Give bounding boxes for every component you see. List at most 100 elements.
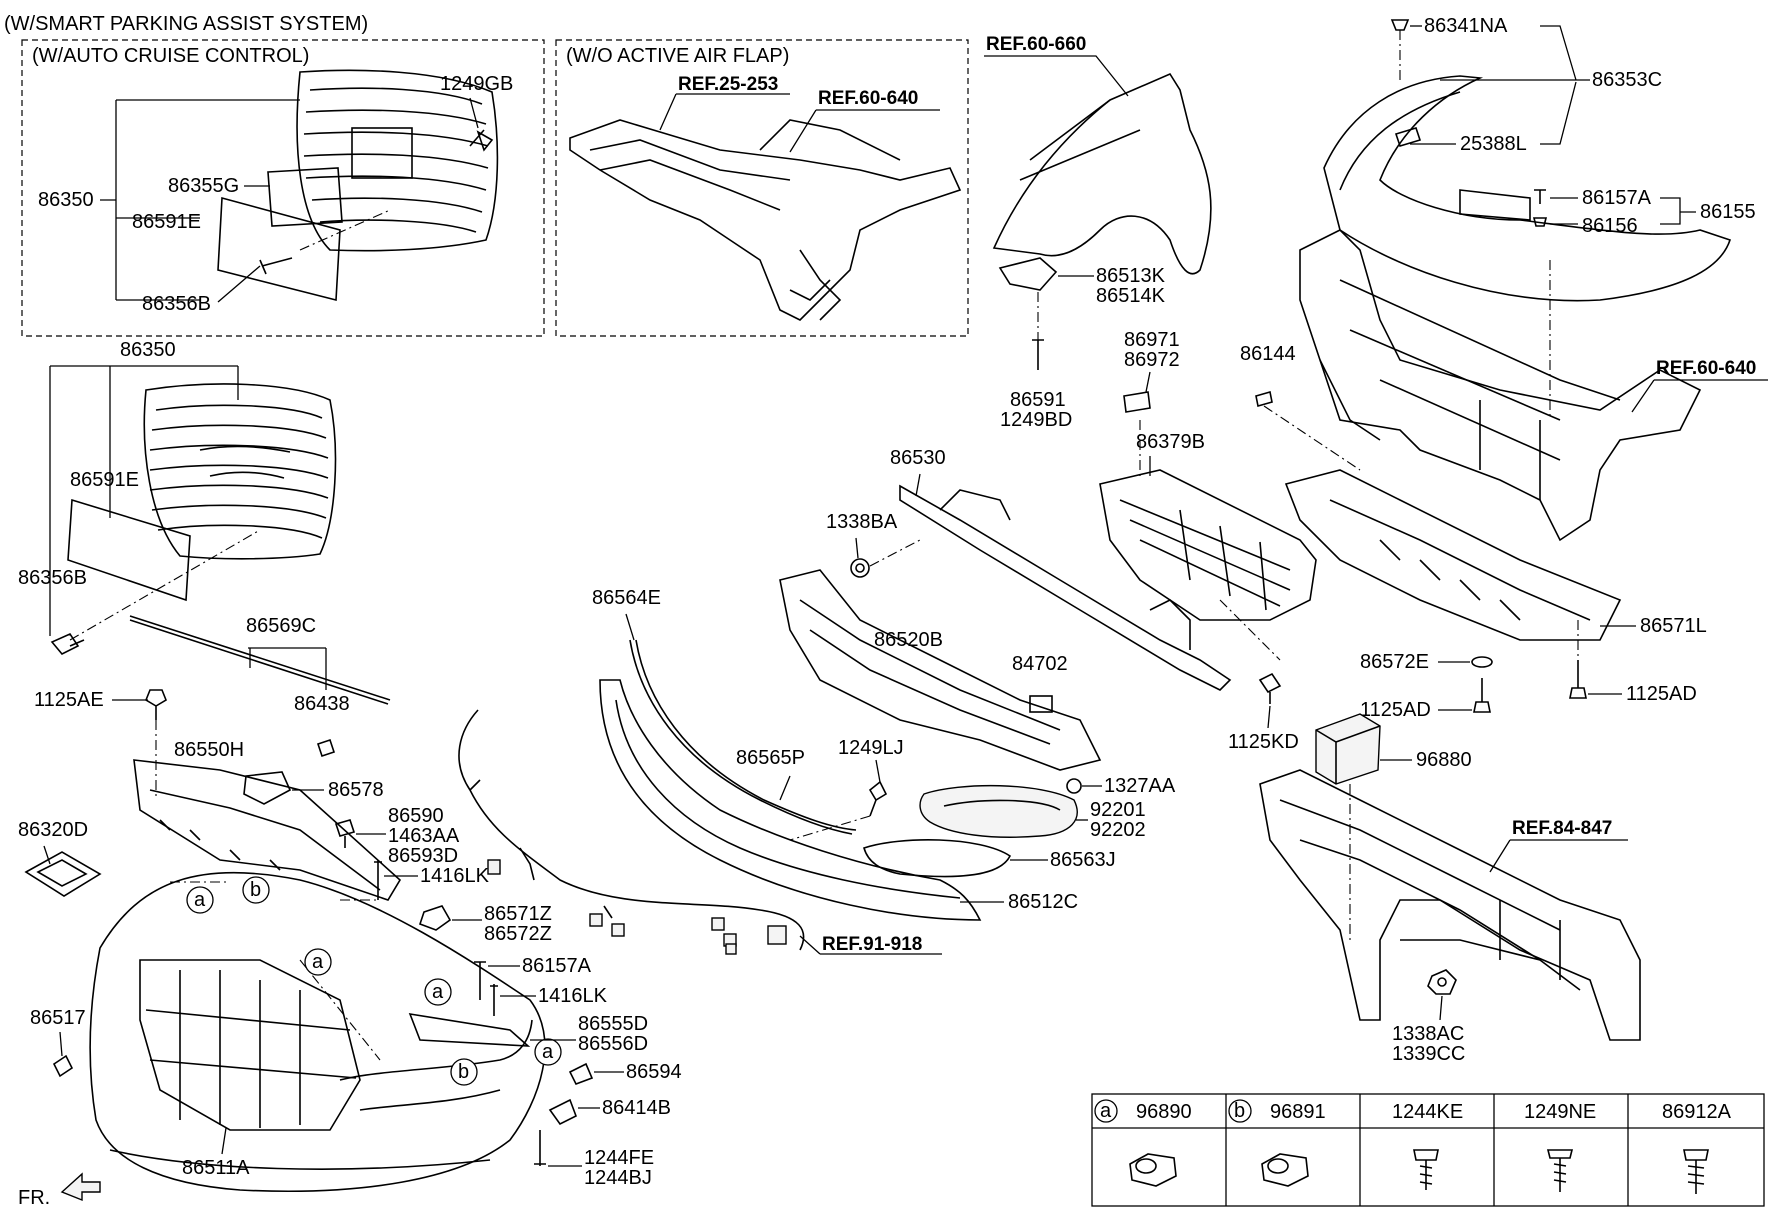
- callout-b-1: [242, 876, 270, 904]
- legend-header-96891: 96891: [1270, 1101, 1326, 1123]
- emblem-86320d: [24, 851, 102, 897]
- label-86564e: 86564E: [592, 587, 661, 609]
- label-96880: 96880: [1416, 749, 1472, 771]
- label-1338ac: 1338AC: [1392, 1023, 1464, 1045]
- label-1327aa: 1327AA: [1104, 775, 1176, 797]
- label-1125ad-b: 1125AD: [1626, 683, 1697, 705]
- label-86144: 86144: [1240, 343, 1296, 365]
- leader-86350-upper: [100, 99, 300, 301]
- leader-86350-main: [49, 365, 239, 636]
- bolt-1125ad-a: [1473, 678, 1491, 713]
- screw-1249lj: [868, 780, 888, 817]
- label-86156: 86156: [1582, 215, 1638, 237]
- leader-ref-60-660: [984, 55, 1129, 97]
- ref-60-640-right[interactable]: REF.60-640: [1656, 358, 1756, 379]
- ref-84-847[interactable]: REF.84-847: [1512, 818, 1612, 839]
- nut-1338ba: [850, 558, 870, 578]
- centerline-bumper: [170, 881, 381, 1061]
- label-1416lk-a: 1416LK: [420, 865, 490, 887]
- label-86157a-lower: 86157A: [522, 955, 592, 977]
- ref-60-660[interactable]: REF.60-660: [986, 34, 1086, 55]
- leader-86356b-upper: [217, 265, 261, 303]
- label-86511a: 86511A: [182, 1157, 250, 1179]
- label-86555d: 86555D: [578, 1013, 648, 1035]
- leader-1249lj: [875, 759, 881, 783]
- label-86438: 86438: [294, 693, 350, 715]
- header-auto-cruise: (W/AUTO CRUISE CONTROL): [32, 45, 309, 67]
- label-25388l: 25388L: [1460, 133, 1527, 155]
- label-1249bd: 1249BD: [1000, 409, 1072, 431]
- leader-ref-84-847: [1489, 839, 1628, 873]
- label-86590: 86590: [388, 805, 444, 827]
- callout-a-4: [534, 1038, 562, 1066]
- label-86320d: 86320D: [18, 819, 88, 841]
- bolt-1125ad-b: [1569, 660, 1587, 699]
- label-plate-25388l: [1394, 127, 1422, 147]
- label-1244fe: 1244FE: [584, 1147, 654, 1169]
- label-92202: 92202: [1090, 819, 1146, 841]
- centerline-grille-main: [69, 529, 261, 641]
- label-86572z: 86572Z: [484, 923, 552, 945]
- callout-b-2: [450, 1058, 478, 1086]
- air-guide-86379b: [1099, 469, 1317, 621]
- legend-table: [1091, 1093, 1765, 1207]
- screw-86912a-icon: [1683, 1149, 1709, 1194]
- ref-60-640-box[interactable]: REF.60-640: [818, 88, 918, 109]
- callout-b-2-letter: b: [458, 1061, 469, 1083]
- lower-grille-86512c: [599, 679, 982, 921]
- legend-header-96890: 96890: [1136, 1101, 1192, 1123]
- screw-86157a-lower: [474, 961, 486, 1000]
- legend-header-86912a: 86912A: [1662, 1101, 1732, 1123]
- bumper-cover-86511a: [89, 871, 546, 1193]
- leader-86565p: [779, 775, 791, 801]
- callout-a-2: [304, 948, 332, 976]
- legend-letter-b: b: [1234, 1100, 1245, 1122]
- label-86414b: 86414B: [602, 1097, 671, 1119]
- callout-a-2-letter: a: [312, 951, 324, 973]
- leader-1338ac: [1439, 995, 1443, 1021]
- centerline-1125ad: [1549, 260, 1579, 660]
- fog-lamp-92201: [919, 784, 1078, 838]
- nut-1327aa: [1066, 778, 1082, 794]
- plate-86355g: [267, 167, 343, 227]
- label-86350-upper: 86350: [38, 189, 94, 211]
- leader-86517: [59, 1031, 63, 1057]
- clip-86438: [316, 738, 336, 758]
- bracket-86555d: [408, 1012, 531, 1047]
- leader-86971: [1145, 371, 1151, 393]
- label-92201: 92201: [1090, 799, 1146, 821]
- label-86353c: 86353C: [1592, 69, 1662, 91]
- washer-86572e: [1471, 656, 1493, 668]
- label-86593d: 86593D: [388, 845, 458, 867]
- grommet-86590: [334, 819, 356, 848]
- leader-86320d: [43, 845, 51, 865]
- fender: [992, 72, 1212, 275]
- label-86591e-main: 86591E: [70, 469, 139, 491]
- radiator-grille-main: [143, 383, 337, 560]
- leader-86511a: [221, 1127, 227, 1155]
- label-1249lj: 1249LJ: [838, 737, 904, 759]
- label-1338ba: 1338BA: [826, 511, 898, 533]
- label-86355g: 86355G: [168, 175, 239, 197]
- label-86571z: 86571Z: [484, 903, 552, 925]
- cap-86517: [52, 1054, 74, 1078]
- label-86341na: 86341NA: [1424, 15, 1508, 37]
- label-1463aa: 1463AA: [388, 825, 460, 847]
- label-86591: 86591: [1010, 389, 1066, 411]
- screw-86356b-upper: [259, 257, 293, 275]
- label-1125ae: 1125AE: [34, 689, 104, 711]
- callout-a-3-letter: a: [432, 981, 444, 1003]
- leader-86530: [915, 473, 921, 497]
- label-86563j: 86563J: [1050, 849, 1116, 871]
- ref-25-253[interactable]: REF.25-253: [678, 74, 778, 95]
- sensor-bracket-86414b: [548, 1098, 578, 1126]
- label-86565p: 86565P: [736, 747, 805, 769]
- leader-ref-60-640-box: [789, 109, 940, 153]
- clip-86594: [568, 1062, 594, 1086]
- header-active-air-flap: (W/O ACTIVE AIR FLAP): [566, 45, 789, 67]
- ref-91-918[interactable]: REF.91-918: [822, 934, 922, 955]
- air-flap-assembly: [569, 119, 962, 321]
- centerline-86144: [1263, 405, 1361, 471]
- active-air-flap-box: [555, 39, 969, 337]
